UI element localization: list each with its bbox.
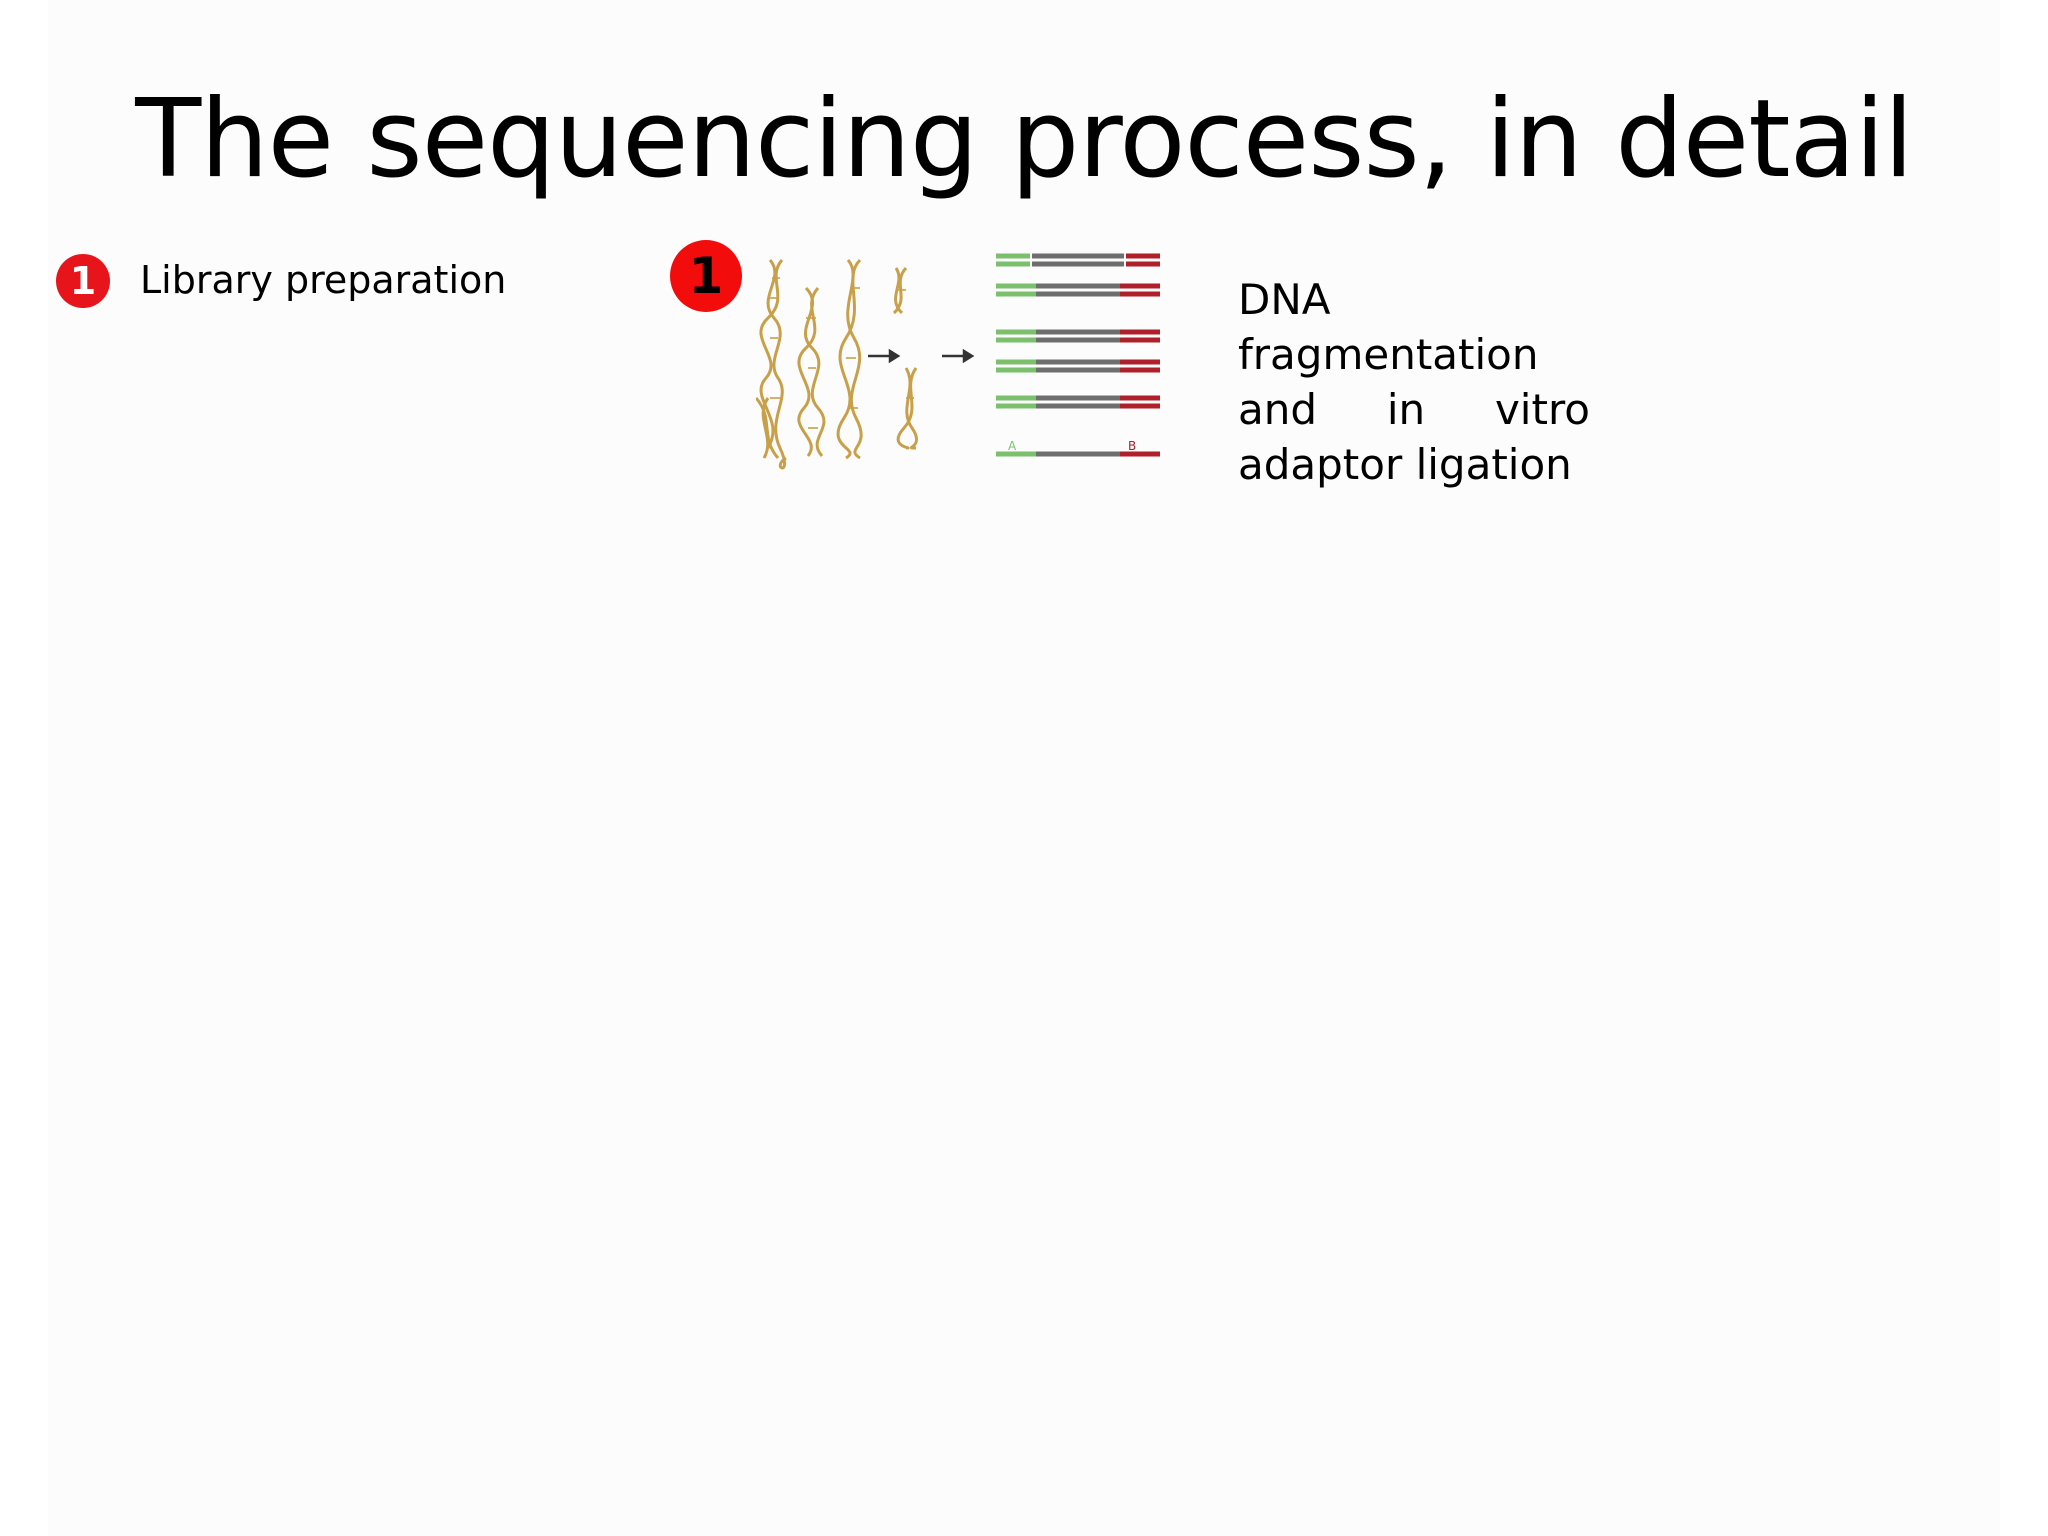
adaptor-a-label: A	[1008, 439, 1017, 453]
desc-line-1: DNA	[1238, 275, 1331, 324]
adaptor-b-label: B	[1128, 439, 1136, 453]
desc-line-2: fragmentation	[1238, 330, 1539, 379]
slide-background	[48, 0, 2000, 1536]
bullet-number-badge: 1	[56, 254, 110, 308]
dna-strands-illustration	[756, 258, 919, 470]
adaptor-ligated-fragments	[996, 253, 1160, 457]
desc-word-in: in	[1386, 385, 1426, 434]
step-number-badge: 1	[670, 240, 742, 312]
desc-word-vitro: vitro	[1494, 385, 1590, 434]
bullet-library-preparation: Library preparation	[140, 258, 507, 302]
desc-line-4: adaptor ligation	[1238, 440, 1572, 489]
dna-fragmentation-figure: A B	[756, 253, 1160, 470]
desc-word-and: and	[1238, 385, 1318, 434]
slide-title: The sequencing process, in detail	[135, 77, 1914, 202]
desc-line-3: and in vitro	[1238, 382, 1590, 437]
arrow-icon	[868, 348, 975, 364]
step-description: DNA fragmentation and in vitro adaptor l…	[1238, 272, 1590, 492]
